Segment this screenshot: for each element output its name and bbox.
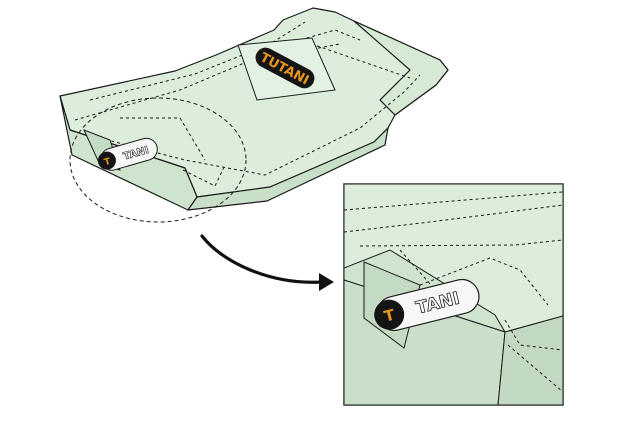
curved-arrow-right bbox=[202, 236, 334, 291]
inset-zoom: T TANI bbox=[344, 184, 563, 405]
package-main bbox=[60, 8, 448, 210]
